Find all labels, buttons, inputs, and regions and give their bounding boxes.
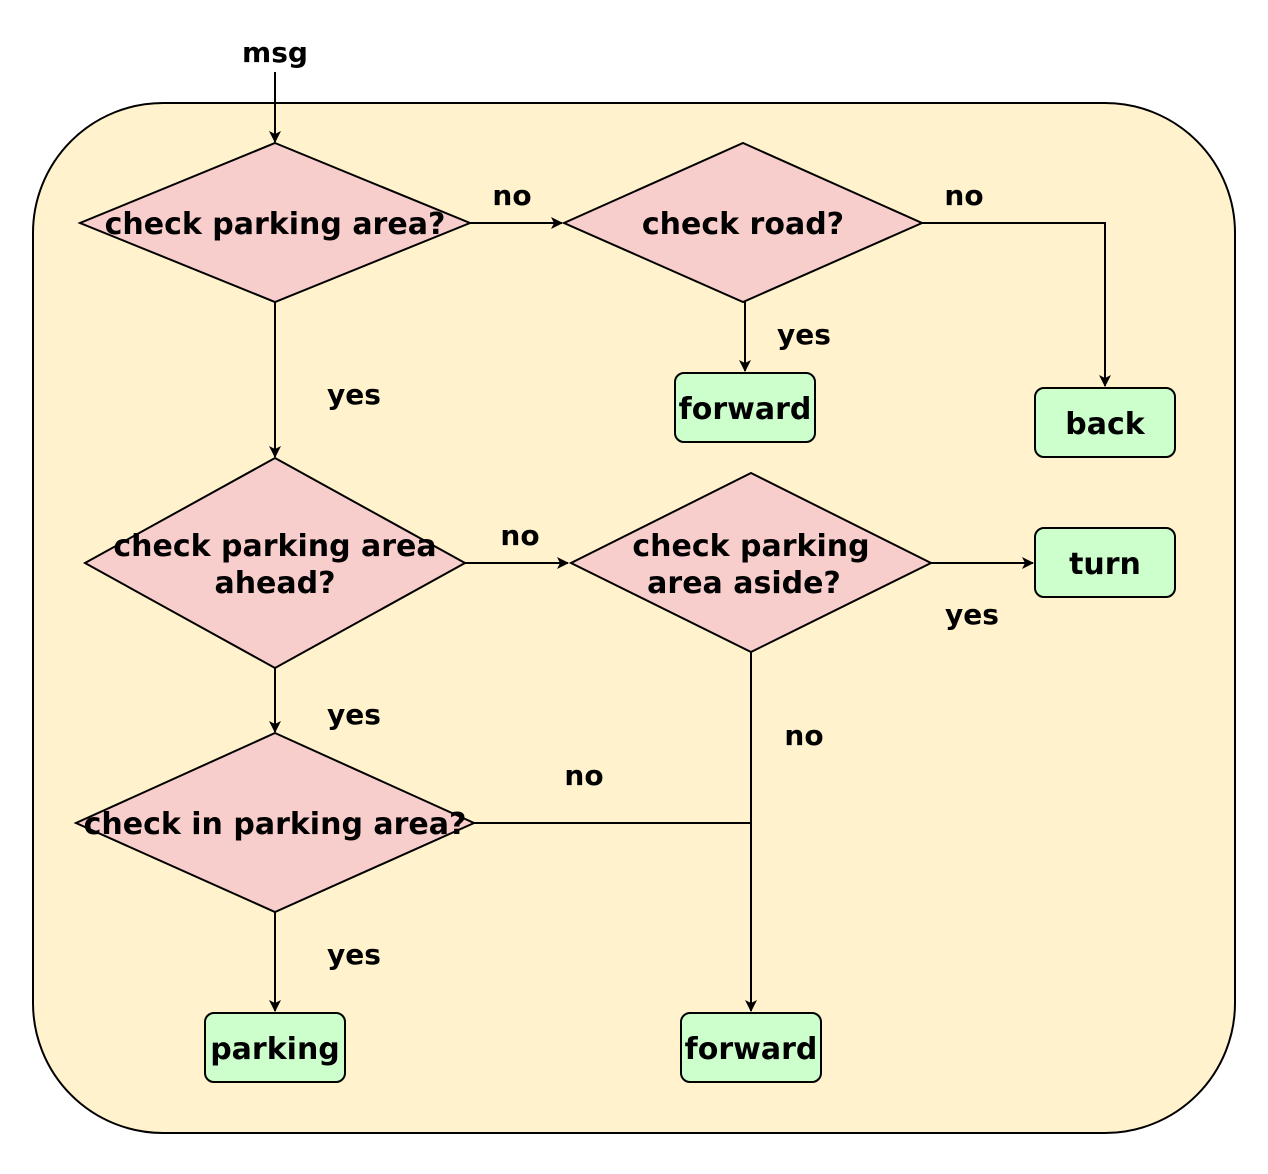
action-box [1034,387,1176,458]
input-label: msg [242,36,308,69]
decision-label: check parking area? [105,207,446,242]
edge-label-parking-area-no: no [492,179,531,212]
action-forward-bottom: forward [680,1012,822,1083]
decision-label: check road? [642,207,844,242]
decision-diamond [568,471,934,654]
edge-label-road-no: no [944,179,983,212]
decision-label-line-1: check parking area [113,529,436,564]
decision-label: check in parking area? [84,807,467,842]
edge-label-aside-yes: yes [945,598,999,631]
decision-label-line-2: area aside? [647,566,841,601]
action-forward-top: forward [674,372,816,443]
action-label: forward [679,392,812,427]
edge-label-parking-area-yes: yes [327,378,381,411]
action-label: back [1065,407,1146,442]
decision-diamond [77,141,473,304]
decision-diamond [561,141,925,304]
decision-check-parking-area-ahead: check parking area ahead? [82,456,468,670]
edge-label-road-yes: yes [777,318,831,351]
edge-road-no [922,222,1111,387]
action-box [1034,527,1176,598]
action-box [674,372,816,443]
edge-label-in-parking-no: no [564,759,603,792]
decision-diamond [73,731,477,914]
action-box [680,1012,822,1083]
action-label: turn [1069,547,1141,582]
edge-label-ahead-yes: yes [327,698,381,731]
action-parking: parking [204,1012,346,1083]
decision-check-road: check road? [561,141,925,304]
decision-label-line-2: ahead? [214,566,335,601]
edge-label-aside-no: no [784,719,823,752]
action-label: forward [685,1032,818,1067]
decision-check-in-parking-area: check in parking area? [73,731,477,914]
action-label: parking [210,1032,340,1067]
edge-label-in-parking-yes: yes [327,938,381,971]
action-turn: turn [1034,527,1176,598]
edge-label-ahead-no: no [500,519,539,552]
action-back: back [1034,387,1176,458]
decision-diamond [82,456,468,670]
action-box [204,1012,346,1083]
decision-check-parking-area-aside: check parking area aside? [568,471,934,654]
decision-label-line-1: check parking [632,529,869,564]
decision-check-parking-area: check parking area? [77,141,473,304]
